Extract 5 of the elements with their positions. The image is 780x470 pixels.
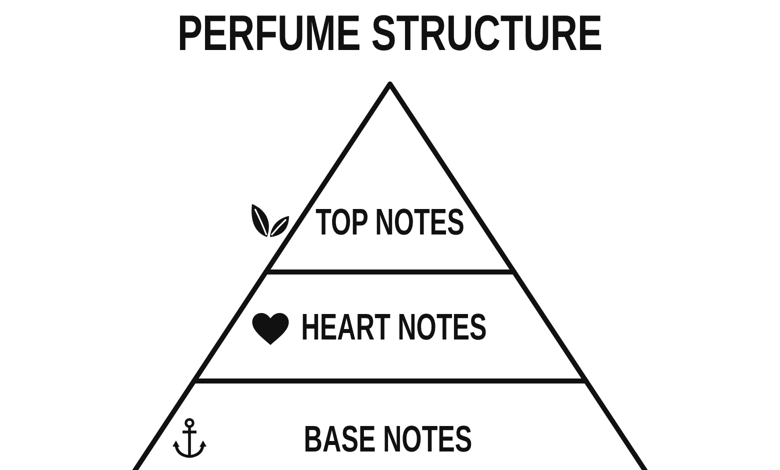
tier-label: TOP NOTES (316, 204, 464, 240)
title: PERFUME STRUCTURE (178, 8, 602, 58)
tier-label: BASE NOTES (304, 420, 472, 458)
tier-label: HEART NOTES (301, 308, 487, 346)
pyramid-tier (130, 376, 650, 470)
